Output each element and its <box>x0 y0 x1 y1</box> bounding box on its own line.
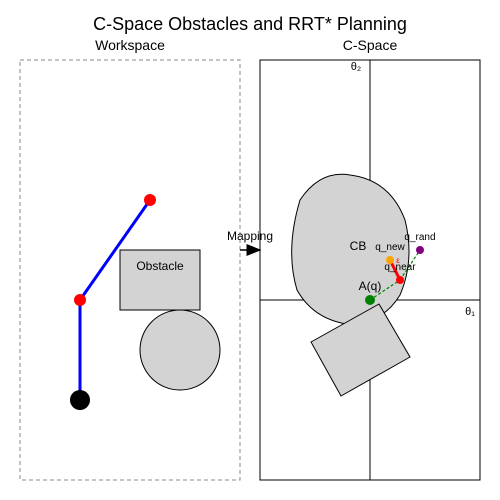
workspace-obstacle-label: Obstacle <box>136 259 184 273</box>
cb-label: CB <box>350 239 367 253</box>
q-near-node <box>396 276 404 284</box>
mapping-label: Mapping <box>227 229 273 243</box>
tree-edge <box>369 279 401 301</box>
arm-elbow-joint <box>74 294 86 306</box>
start-node <box>365 295 375 305</box>
start-label: A(q) <box>359 279 382 293</box>
theta2-axis-label: θ₂ <box>351 61 361 73</box>
arm-end-effector <box>144 194 156 206</box>
q-new-node <box>386 256 394 264</box>
q-rand-node <box>416 246 424 254</box>
workspace-obstacle-circle <box>139 309 221 391</box>
q-near-label: q_near <box>384 262 416 273</box>
q-rand-label: q_rand <box>404 232 435 243</box>
workspace-frame <box>19 59 241 481</box>
cspace-label: C-Space <box>343 37 398 53</box>
arm-base-joint <box>70 390 90 410</box>
workspace-label: Workspace <box>95 37 165 53</box>
workspace-obstacle-box <box>119 249 201 311</box>
diagram-title: C-Space Obstacles and RRT* Planning <box>93 14 407 34</box>
cspace-obstacle-box <box>310 303 411 397</box>
q-rand-direction <box>399 249 421 281</box>
arm-link-2 <box>78 199 152 301</box>
q-new-label: q_new <box>375 242 405 253</box>
cspace-obstacle-cb <box>291 173 410 326</box>
step-epsilon-label: ε <box>396 256 400 265</box>
theta1-axis-label: θ₁ <box>465 306 475 318</box>
